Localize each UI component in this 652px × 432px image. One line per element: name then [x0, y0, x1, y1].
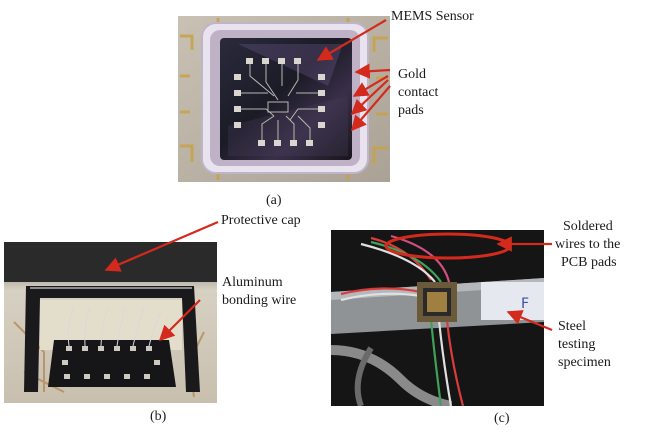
label-aluminum-bonding-wire-line2: bonding wire: [222, 293, 297, 308]
label-gold-contact-pads-line2: contact: [398, 85, 439, 100]
caption-panel-c: (c): [494, 411, 510, 426]
label-mems-sensor: MEMS Sensor: [391, 9, 474, 24]
photo-steel-testing-specimen: F: [331, 230, 544, 406]
photo-protective-cap: [4, 242, 217, 403]
label-steel-specimen-line1: Steel: [558, 319, 586, 334]
caption-panel-b: (b): [150, 409, 167, 424]
photo-mems-sensor-die: [178, 16, 390, 182]
label-steel-specimen-line2: testing: [558, 337, 596, 352]
label-protective-cap: Protective cap: [221, 213, 301, 228]
label-gold-contact-pads-line1: Gold: [398, 67, 426, 82]
caption-panel-a: (a): [266, 193, 282, 208]
label-gold-contact-pads-line3: pads: [398, 103, 424, 118]
label-steel-specimen-line3: specimen: [558, 355, 611, 370]
label-soldered-wires-line3: PCB pads: [561, 255, 617, 270]
svg-text:F: F: [521, 296, 529, 312]
label-soldered-wires-line1: Soldered: [563, 219, 613, 234]
label-aluminum-bonding-wire-line1: Aluminum: [222, 275, 283, 290]
label-soldered-wires-line2: wires to the: [555, 237, 621, 252]
